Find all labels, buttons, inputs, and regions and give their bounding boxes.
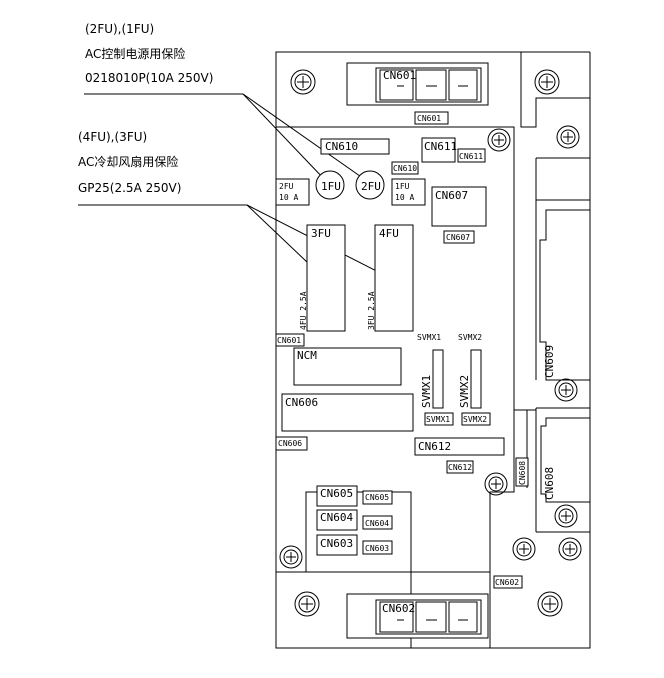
cn601-side-tag: CN601 — [277, 336, 301, 345]
fuse-2fu-rating-b: 10 A — [279, 193, 298, 202]
svmx2-tag-box — [461, 412, 491, 426]
fuse-1fu-rating-b: 10 A — [395, 193, 414, 202]
cn605-tag: CN605 — [365, 493, 389, 502]
cn610-tag-box — [391, 161, 419, 175]
cn601-tag-box — [414, 111, 449, 125]
cn601-label: CN601 — [383, 69, 416, 82]
cn607-tag-box — [443, 230, 475, 244]
fuse-2fu: 2FU — [355, 170, 385, 200]
cn603-box — [316, 534, 358, 556]
fuse-4fu-label: 4FU — [379, 227, 399, 240]
fuse-1fu: 1FU — [315, 170, 345, 200]
screw-icon — [279, 545, 303, 569]
cn612-tag-box — [446, 460, 474, 474]
screw-icon — [487, 128, 511, 152]
fuse-12-part-number: 0218010P(10A 250V) — [85, 71, 213, 85]
ncm-label: NCM — [297, 349, 317, 362]
svmx1-tag-box — [424, 412, 454, 426]
cn607-label: CN607 — [435, 189, 468, 202]
fuse-4fu: 4FU 3FU 2.5A — [367, 224, 414, 332]
fuse-34-description: AC冷却风扇用保险 — [78, 154, 178, 169]
cn606-label: CN606 — [285, 396, 318, 409]
cn601-tag: CN601 — [417, 114, 441, 123]
fuse-2fu-label: 2FU — [361, 180, 381, 193]
fuse-2fu-rating-box — [275, 178, 310, 206]
screw-icon — [558, 537, 582, 561]
cn602-tag: CN602 — [495, 578, 519, 587]
svmx2-top-label: SVMX2 — [458, 333, 482, 342]
cn608-label: CN608 — [543, 467, 556, 500]
cn612-tag: CN612 — [448, 463, 472, 472]
cn606-box — [281, 393, 414, 432]
cn612-label: CN612 — [418, 440, 451, 453]
cn602-tag-box — [493, 575, 523, 589]
cn602-label: CN602 — [382, 602, 415, 615]
svmx1-top-label: SVMX1 — [417, 333, 441, 342]
cn607-tag: CN607 — [446, 233, 470, 242]
cn606-tag: CN606 — [278, 439, 302, 448]
fuse-2fu-rating-a: 2FU — [279, 182, 294, 191]
screw-icon — [556, 125, 580, 149]
cn604-box — [316, 509, 358, 531]
fuse-1fu-rating-a: 1FU — [395, 182, 410, 191]
screw-icon — [512, 537, 536, 561]
screw-icon — [290, 69, 316, 95]
cn604-tag: CN604 — [365, 519, 389, 528]
cn601-side-tag-box — [275, 333, 305, 347]
cn608-tag-box — [515, 457, 529, 487]
fuse-12-title: (2FU),(1FU) — [85, 22, 154, 36]
cn611-label: CN611 — [424, 140, 457, 153]
fuse-3fu-rating: 3FU 2.5A — [367, 291, 376, 330]
cn603-label: CN603 — [320, 537, 353, 550]
cn611-tag: CN611 — [459, 152, 483, 161]
fuse-1fu-label: 1FU — [321, 180, 341, 193]
cn602-connector: CN602 — [346, 593, 489, 639]
screw-icon — [484, 472, 508, 496]
cn612-box — [414, 437, 505, 456]
svmx2-label: SVMX2 — [458, 375, 471, 408]
fuse-3fu: 3FU 4FU 2.5A — [299, 224, 346, 332]
cn611-box — [421, 137, 456, 163]
cn605-tag-box — [362, 490, 393, 505]
svmx2-connector — [470, 349, 482, 409]
fuse-34-title: (4FU),(3FU) — [78, 130, 147, 144]
cn604-label: CN604 — [320, 511, 353, 524]
cn608-tag: CN608 — [518, 461, 527, 485]
cn605-box — [316, 485, 358, 507]
cn603-tag: CN603 — [365, 544, 389, 553]
fuse-3fu-label: 3FU — [311, 227, 331, 240]
screw-icon — [554, 504, 578, 528]
cn606-tag-box — [275, 436, 308, 451]
screw-icon — [534, 69, 560, 95]
svmx1-connector — [432, 349, 444, 409]
ncm-box — [293, 347, 402, 386]
cn610-label: CN610 — [325, 140, 358, 153]
screw-icon — [537, 591, 563, 617]
cn608-connector: CN608 — [540, 417, 591, 503]
cn611-tag-box — [457, 148, 486, 163]
screw-icon — [554, 378, 578, 402]
cn603-tag-box — [362, 540, 393, 555]
cn601-connector: CN601 — [346, 62, 489, 106]
fuse-1fu-rating-box — [391, 178, 426, 206]
cn610-box — [320, 138, 390, 155]
screw-icon — [294, 591, 320, 617]
cn610-tag: CN610 — [393, 164, 417, 173]
cn609-connector: CN609 — [539, 209, 591, 381]
cn605-label: CN605 — [320, 487, 353, 500]
svmx1-label: SVMX1 — [420, 375, 433, 408]
svmx1-tag: SVMX1 — [426, 415, 450, 424]
fuse-34-part-number: GP25(2.5A 250V) — [78, 181, 181, 195]
fuse-12-description: AC控制电源用保险 — [85, 46, 185, 61]
cn607-box — [431, 186, 487, 227]
cn609-label: CN609 — [543, 345, 556, 378]
cn604-tag-box — [362, 515, 393, 530]
svmx2-tag: SVMX2 — [463, 415, 487, 424]
fuse-4fu-rating: 4FU 2.5A — [299, 291, 308, 330]
